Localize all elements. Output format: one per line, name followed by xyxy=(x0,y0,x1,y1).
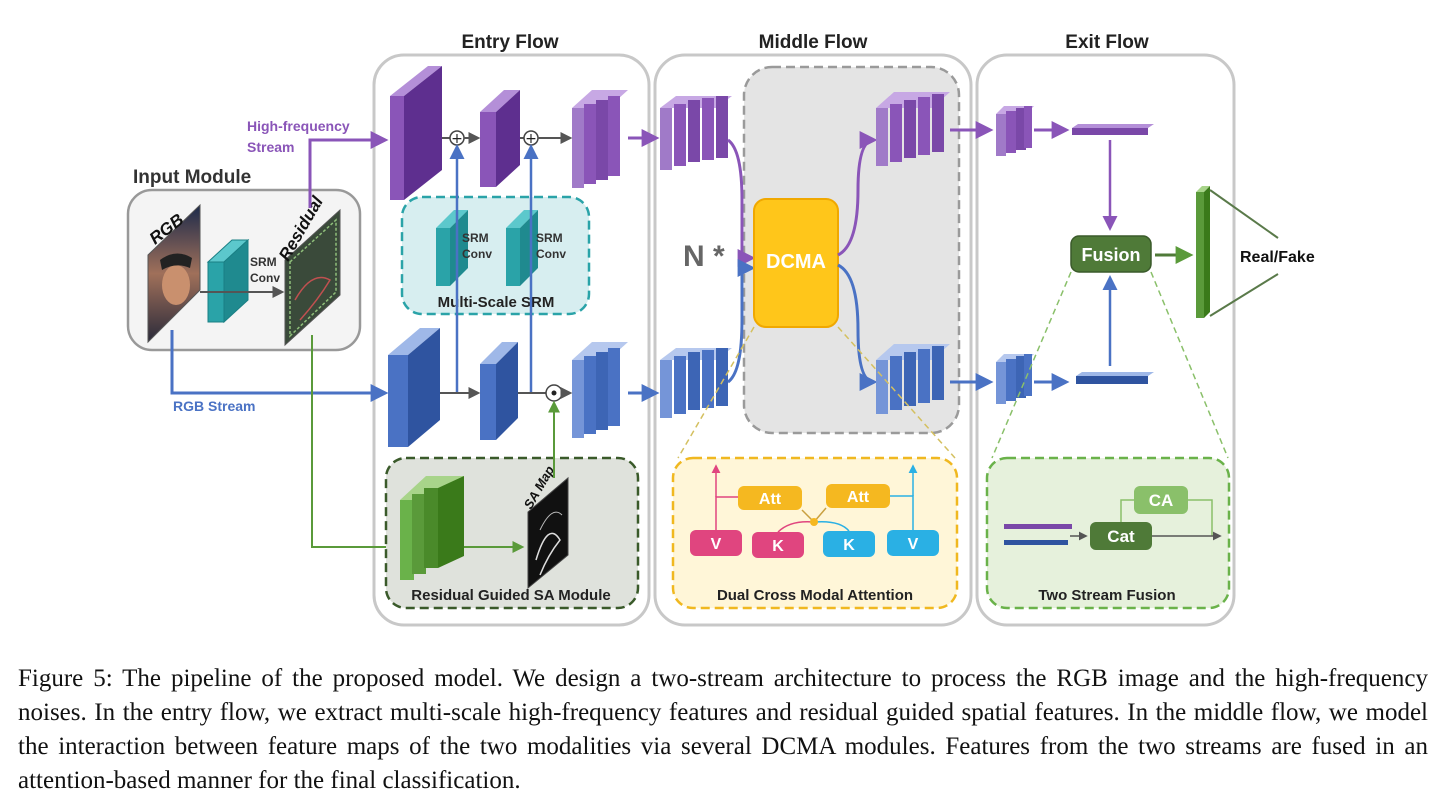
blue-feature-vector xyxy=(1076,372,1154,384)
add-op-1-symbol: + xyxy=(451,131,463,147)
high-frequency-stream-label-1: High-frequency xyxy=(247,118,350,134)
residual-image xyxy=(284,208,341,347)
sa-green-block xyxy=(400,476,464,580)
srm-conv-2-label-2: Conv xyxy=(536,247,566,261)
pipeline-diagram: Entry Flow Middle Flow Exit Flow Input M… xyxy=(126,32,1315,627)
srm-conv-input-label-1: SRM xyxy=(250,255,277,269)
v-box-2-label: V xyxy=(908,536,919,553)
entry-purple-block-1 xyxy=(390,66,442,200)
sa-module-title: Residual Guided SA Module xyxy=(411,587,610,604)
v-box-2 xyxy=(887,530,939,556)
dcma-detail-title: Dual Cross Modal Attention xyxy=(717,587,913,604)
dcma-to-purple-arrow xyxy=(837,131,878,257)
ca-label: CA xyxy=(1149,491,1174,510)
figure-caption: Figure 5: The pipeline of the proposed m… xyxy=(18,665,1428,794)
blue-into-dcma-arrow xyxy=(727,259,756,384)
k-box-2-label: K xyxy=(843,537,855,554)
srm-conv-1-label-1: SRM xyxy=(462,231,489,245)
middle-purple-output-block xyxy=(876,92,950,166)
entry-purple-block-3 xyxy=(572,90,628,188)
middle-flow-panel xyxy=(653,53,973,627)
entry-flow-panel xyxy=(372,53,651,627)
sa-map-image xyxy=(527,476,569,590)
purple-into-dcma-arrow xyxy=(727,138,756,267)
input-module-title: Input Module xyxy=(133,167,251,188)
fusion-label: Fusion xyxy=(1082,245,1141,265)
output-label: Real/Fake xyxy=(1240,249,1315,266)
att-box-2 xyxy=(826,484,890,508)
detail-purple-vector xyxy=(1004,524,1072,529)
residual-to-sa-arrow xyxy=(311,335,401,553)
dcma-to-blue-arrow xyxy=(837,263,878,391)
entry-blue-block-1 xyxy=(388,328,440,447)
fusion-zoom-line-left xyxy=(991,271,1072,459)
entry-flow-title: Entry Flow xyxy=(461,32,558,53)
fusion-block xyxy=(1070,235,1152,273)
detail-blue-vector xyxy=(1004,540,1068,545)
entry-blue-block-2 xyxy=(480,342,518,440)
purple-feature-vector xyxy=(1072,124,1154,135)
rgb-stream-label: RGB Stream xyxy=(173,398,255,414)
dcma-label: DCMA xyxy=(766,251,826,273)
att-box-1-label: Att xyxy=(759,491,782,508)
multiply-op-dot xyxy=(551,390,557,396)
classifier-layer xyxy=(1196,186,1210,318)
exit-flow-title: Exit Flow xyxy=(1065,32,1149,53)
dcma-block xyxy=(753,198,839,328)
entry-purple-block-2 xyxy=(480,90,520,187)
middle-blue-input-block xyxy=(660,348,732,418)
attention-junction xyxy=(810,518,818,526)
high-frequency-stream-label-2: Stream xyxy=(247,139,294,155)
exit-purple-block xyxy=(996,106,1034,156)
srm-conv-input-label-2: Conv xyxy=(250,271,280,285)
k2-to-center-line xyxy=(813,520,850,532)
v-box-1 xyxy=(690,530,742,556)
fusion-zoom-line-right xyxy=(1150,271,1229,459)
exit-flow-panel xyxy=(975,53,1236,627)
att-box-1 xyxy=(738,486,802,510)
srm-conv-1-label-2: Conv xyxy=(462,247,492,261)
middle-purple-input-block xyxy=(660,96,732,170)
ca-block xyxy=(1134,486,1188,514)
classifier-to-output-lines xyxy=(1209,189,1279,317)
k-box-2 xyxy=(823,531,875,557)
multi-scale-srm-title: Multi-Scale SRM xyxy=(438,294,555,311)
fusion-detail-title: Two Stream Fusion xyxy=(1038,587,1175,604)
cat-label: Cat xyxy=(1107,527,1135,546)
entry-blue-block-3 xyxy=(572,342,628,438)
cat-block xyxy=(1090,522,1152,550)
srm-conv-block-1 xyxy=(436,210,468,286)
middle-flow-title: Middle Flow xyxy=(759,32,868,53)
srm-conv-2-label-1: SRM xyxy=(536,231,563,245)
exit-blue-block xyxy=(996,354,1034,404)
middle-blue-output-block xyxy=(876,344,950,414)
dcma-zoom-line-left xyxy=(677,326,755,459)
ca-to-output-line xyxy=(1188,499,1213,536)
rgb-stream-arrow xyxy=(170,330,389,402)
v-box-1-label: V xyxy=(711,536,722,553)
k-box-1-label: K xyxy=(772,538,784,555)
rgb-image xyxy=(147,203,201,344)
add-op-2-symbol: + xyxy=(525,131,537,147)
repeat-count-label: N * xyxy=(683,240,725,273)
high-frequency-stream-arrow xyxy=(308,131,389,208)
k-box-1 xyxy=(752,532,804,558)
att-box-2-label: Att xyxy=(847,489,870,506)
cat-to-ca-line xyxy=(1120,499,1134,522)
